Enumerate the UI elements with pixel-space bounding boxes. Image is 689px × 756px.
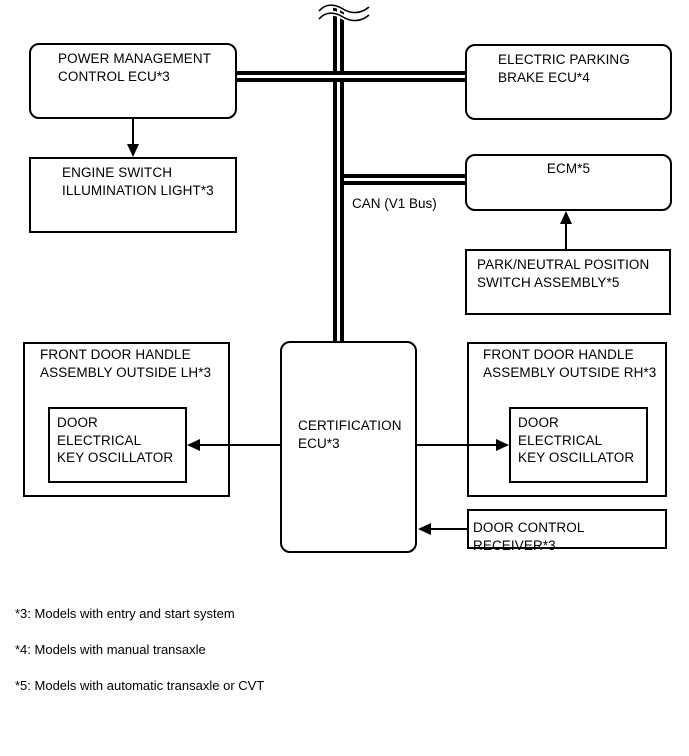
node-front-door-handle-rh-label: FRONT DOOR HANDLE ASSEMBLY OUTSIDE RH*3 xyxy=(483,347,657,380)
arrow-cert-to-osc-lh-head xyxy=(187,439,200,451)
can-bus-branch-top xyxy=(237,71,465,82)
arrow-receiver-to-cert-line xyxy=(429,528,467,530)
node-electric-parking-brake-ecu: ELECTRIC PARKING BRAKE ECU*4 xyxy=(465,44,672,120)
node-ecm: ECM*5 xyxy=(465,154,672,211)
node-door-control-receiver: DOOR CONTROL RECEIVER*3 xyxy=(467,509,667,553)
arrow-cert-to-osc-lh-line xyxy=(198,444,280,446)
footnote-5: *5: Models with automatic transaxle or C… xyxy=(15,678,265,693)
arrow-pm-to-engine-switch-head xyxy=(127,144,139,157)
node-door-key-oscillator-rh: DOOR ELECTRICAL KEY OSCILLATOR xyxy=(509,407,648,483)
arrow-cert-to-osc-rh-head xyxy=(496,439,509,451)
can-bus-branch-ecm xyxy=(344,174,465,185)
node-door-key-oscillator-lh: DOOR ELECTRICAL KEY OSCILLATOR xyxy=(48,407,187,483)
arrow-cert-to-osc-rh-line xyxy=(417,444,498,446)
node-front-door-handle-lh-label: FRONT DOOR HANDLE ASSEMBLY OUTSIDE LH*3 xyxy=(40,347,212,380)
can-bus-vertical-line xyxy=(333,6,344,341)
arrow-receiver-to-cert-head xyxy=(418,523,431,535)
arrow-pnp-to-ecm-line xyxy=(565,222,567,249)
node-park-neutral-position-switch: PARK/NEUTRAL POSITION SWITCH ASSEMBLY*5 xyxy=(465,249,671,315)
footnote-4: *4: Models with manual transaxle xyxy=(15,642,206,657)
footnote-3: *3: Models with entry and start system xyxy=(15,606,235,621)
node-certification-ecu: CERTIFICATION ECU*3 xyxy=(280,341,417,553)
arrow-pm-to-engine-switch-line xyxy=(132,119,134,146)
arrow-pnp-to-ecm-head xyxy=(560,211,572,224)
can-bus-label: CAN (V1 Bus) xyxy=(352,196,437,211)
node-engine-switch-illumination-light: ENGINE SWITCH ILLUMINATION LIGHT*3 xyxy=(29,157,237,233)
wire-break-icon xyxy=(317,2,371,23)
node-power-management-ecu: POWER MANAGEMENT CONTROL ECU*3 xyxy=(29,43,237,119)
